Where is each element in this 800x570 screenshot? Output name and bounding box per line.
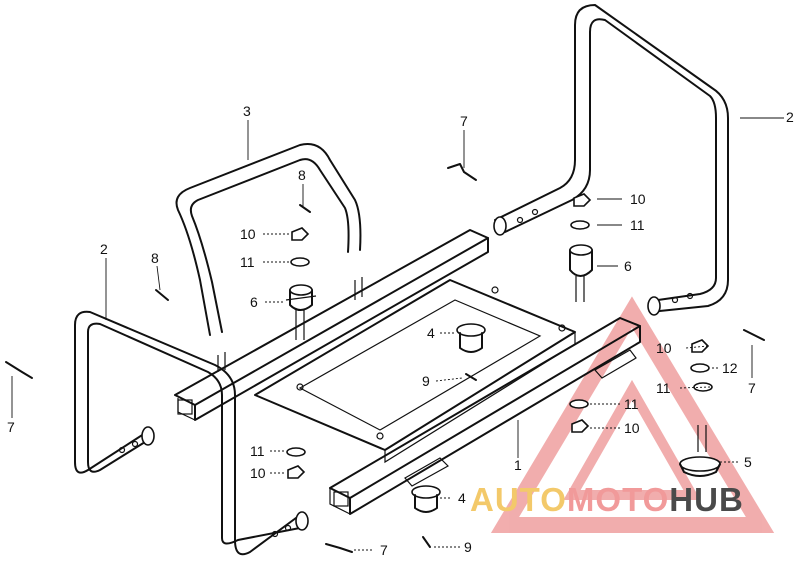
callout-6-right: 6 — [624, 258, 632, 274]
watermark-auto: AUTO — [470, 481, 567, 518]
hardware — [5, 163, 765, 553]
leveling-foot — [679, 425, 721, 477]
callout-11-right2: 11 — [624, 396, 639, 412]
callout-10-right1: 10 — [630, 191, 646, 207]
watermark-hub: HUB — [669, 481, 744, 518]
grommet-plug-low — [411, 485, 441, 513]
callout-11-right3: 11 — [656, 380, 671, 396]
callout-5: 5 — [744, 454, 752, 470]
grommet-plug-mid — [456, 323, 486, 353]
callout-6-mid: 6 — [250, 294, 258, 310]
callout-9-mid: 9 — [422, 373, 430, 389]
callout-4-low: 4 — [458, 490, 466, 506]
callout-11-low: 11 — [250, 443, 265, 459]
callout-7-right: 7 — [748, 380, 756, 396]
callout-12: 12 — [722, 360, 738, 376]
main-frame — [174, 229, 641, 515]
upper-bar-tube — [175, 143, 362, 336]
rubber-mount-right — [569, 244, 593, 302]
callout-2-top: 2 — [786, 109, 794, 125]
callout-7-left: 7 — [7, 419, 15, 435]
callout-3: 3 — [243, 103, 251, 119]
leader-lines — [11, 117, 784, 551]
callout-11-mid: 11 — [240, 254, 255, 270]
rubber-mount-left — [285, 284, 317, 340]
callout-10-low: 10 — [250, 465, 266, 481]
callout-11-right1: 11 — [630, 217, 645, 233]
callouts: 2 3 7 8 10 11 6 2 8 10 11 6 4 9 7 11 10 … — [7, 103, 794, 558]
watermark-logo: AUTO MOTO HUB — [470, 480, 744, 520]
callout-8-mid: 8 — [298, 167, 306, 183]
callout-10-right2: 10 — [624, 420, 640, 436]
callout-9-low: 9 — [464, 539, 472, 555]
callout-10-right3: 10 — [656, 340, 672, 356]
callout-4-mid: 4 — [427, 325, 435, 341]
watermark-moto: MOTO — [566, 481, 670, 518]
watermark-triangle — [490, 296, 775, 533]
callout-7-low: 7 — [380, 542, 388, 558]
callout-2-left: 2 — [100, 241, 108, 257]
callout-7-top: 7 — [460, 113, 468, 129]
left-handle-tube — [74, 310, 309, 556]
callout-1: 1 — [514, 457, 522, 473]
callout-8-left: 8 — [151, 250, 159, 266]
right-handle-tube — [493, 4, 729, 316]
callout-10-mid: 10 — [240, 226, 256, 242]
